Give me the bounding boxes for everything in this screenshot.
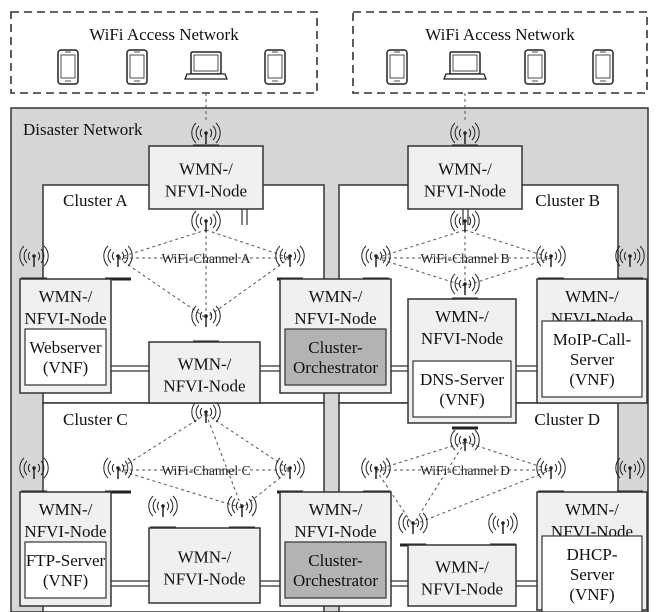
node-title: NFVI-Node: [24, 309, 106, 328]
cluster-label: Cluster D: [534, 410, 600, 429]
node-box: [148, 145, 264, 210]
service-label: (VNF): [43, 571, 88, 590]
service-label: (VNF): [439, 390, 484, 409]
orchestrator-label: Orchestrator: [293, 571, 378, 590]
nodes-layer: WMN-/NFVI-NodeWMN-/NFVI-NodeWMN-/NFVI-No…: [19, 145, 648, 612]
node-title: NFVI-Node: [163, 377, 245, 396]
service-label: FTP-Server: [26, 551, 106, 570]
node-box: [148, 527, 261, 604]
service-label: Server: [570, 350, 615, 369]
service-label: MoIP-Call-: [553, 330, 632, 349]
orchestrator-label: Orchestrator: [293, 358, 378, 377]
service-label: DNS-Server: [420, 370, 504, 389]
node-title: WMN-/: [178, 548, 232, 567]
phone-icon: [524, 49, 546, 85]
node-title: WMN-/: [39, 287, 93, 306]
node-d-center: WMN-/ NFVI-Node: [407, 544, 517, 607]
node-a-top: WMN-/ NFVI-Node: [148, 145, 264, 210]
access-network-label: WiFi Access Network: [425, 25, 575, 44]
wifi-links: [117, 93, 552, 526]
cluster-label: Cluster B: [535, 191, 600, 210]
cluster-label: Cluster A: [63, 191, 128, 210]
channel-label: WiFi-Channel C: [161, 463, 250, 478]
node-title: WMN-/: [179, 160, 233, 179]
phone-icon: [592, 49, 614, 85]
node-title: NFVI-Node: [163, 570, 245, 589]
node-box: [407, 145, 523, 210]
channel-label: WiFi-Channel D: [420, 463, 510, 478]
service-box: [24, 541, 107, 599]
node-title: NFVI-Node: [421, 329, 503, 348]
node-title: NFVI-Node: [165, 182, 247, 201]
orchestrator-box: [284, 541, 387, 599]
service-box: [412, 360, 512, 418]
phone-icon: [386, 49, 408, 85]
service-label: Webserver: [29, 338, 102, 357]
node-b-top: WMN-/ NFVI-Node: [407, 145, 523, 210]
node-title: WMN-/: [39, 500, 93, 519]
service-label: Server: [570, 565, 615, 584]
node-title: WMN-/: [565, 500, 619, 519]
service-box: [541, 320, 643, 398]
node-title: NFVI-Node: [24, 522, 106, 541]
node-title: WMN-/: [565, 287, 619, 306]
service-label: (VNF): [569, 370, 614, 389]
node-title: WMN-/: [435, 558, 489, 577]
laptop-icon: [184, 51, 228, 80]
orchestrator-box: [284, 328, 387, 386]
node-a-center: WMN-/ NFVI-Node: [148, 341, 261, 404]
phone-icon: [264, 49, 286, 85]
node-title: WMN-/: [309, 500, 363, 519]
wired-links: [111, 206, 537, 587]
phone-icon: [126, 49, 148, 85]
access-network-label: WiFi Access Network: [89, 25, 239, 44]
service-label: DHCP-: [566, 545, 617, 564]
node-title: WMN-/: [438, 160, 492, 179]
service-box: [24, 328, 107, 386]
node-title: NFVI-Node: [421, 580, 503, 599]
orchestrator-label: Cluster-: [308, 551, 363, 570]
node-title: NFVI-Node: [424, 182, 506, 201]
node-box: [148, 341, 261, 404]
service-box: [541, 535, 643, 612]
node-c-center: WMN-/ NFVI-Node: [148, 527, 261, 604]
laptop-icon: [443, 51, 487, 80]
channel-label: WiFi-Channel B: [420, 251, 509, 266]
disaster-network-label: Disaster Network: [23, 120, 143, 139]
cluster-label: Cluster C: [63, 410, 128, 429]
node-title: WMN-/: [309, 287, 363, 306]
orchestrator-label: Cluster-: [308, 338, 363, 357]
node-title: NFVI-Node: [294, 522, 376, 541]
service-label: (VNF): [43, 358, 88, 377]
node-title: WMN-/: [435, 307, 489, 326]
node-box: [407, 544, 517, 607]
phone-icon: [57, 49, 79, 85]
node-title: NFVI-Node: [294, 309, 376, 328]
service-label: (VNF): [569, 585, 614, 604]
channel-label: WiFi-Channel A: [161, 251, 250, 266]
node-title: WMN-/: [178, 355, 232, 374]
